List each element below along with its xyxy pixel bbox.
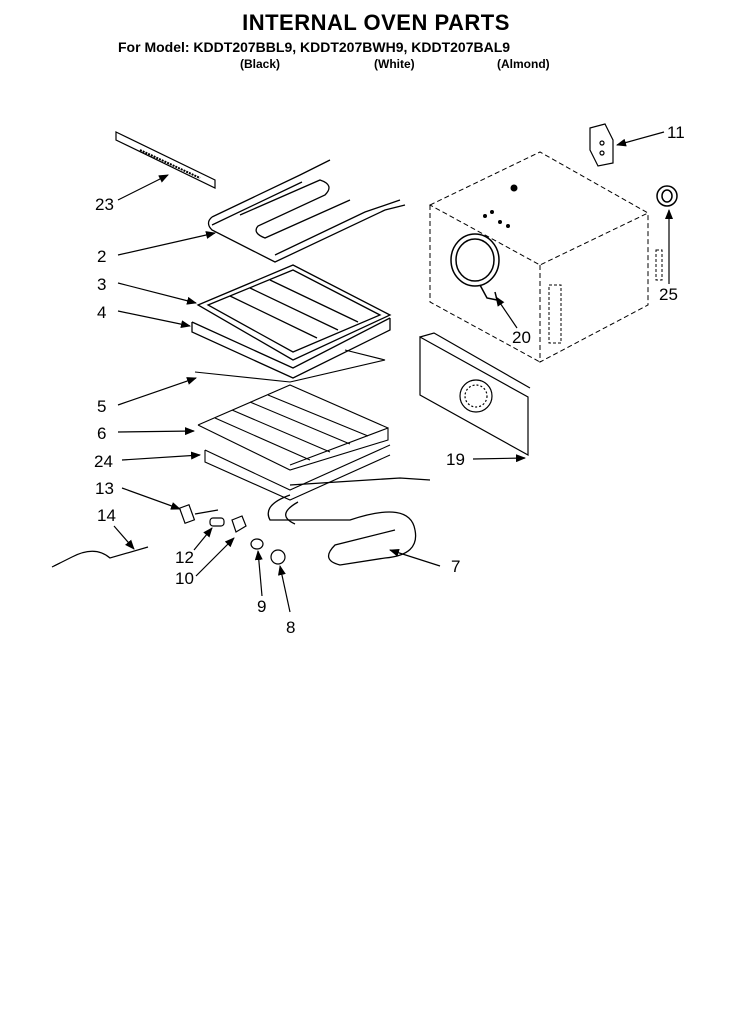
oven-racks [194, 349, 391, 501]
callout-4: 4 [97, 303, 106, 322]
callout-7: 7 [451, 557, 460, 576]
callout-12: 12 [175, 548, 194, 567]
small-parts [178, 504, 286, 565]
callout-13: 13 [95, 479, 114, 498]
callout-3: 3 [97, 275, 106, 294]
callout-14: 14 [97, 506, 116, 525]
clamp [656, 185, 678, 207]
convection-element [450, 233, 500, 301]
bake-element [267, 477, 431, 566]
color-almond-label: (Almond) [497, 57, 550, 71]
callout-19: 19 [446, 450, 465, 469]
callout-6: 6 [97, 424, 106, 443]
bracket [589, 123, 614, 167]
callout-10: 10 [175, 569, 194, 588]
callout-9: 9 [257, 597, 266, 616]
broiler-pan [191, 317, 391, 379]
callout-11: 11 [667, 123, 685, 142]
model-list: For Model: KDDT207BBL9, KDDT207BWH9, KDD… [118, 39, 511, 55]
callout-23: 23 [95, 195, 114, 214]
broil-element [207, 159, 406, 263]
color-black-label: (Black) [240, 57, 281, 71]
callout-8: 8 [286, 618, 295, 637]
callout-numbers: 23 2 3 4 5 6 24 13 14 12 10 9 8 7 11 25 … [94, 123, 685, 637]
fan-baffle [419, 332, 531, 457]
cavity-details [483, 184, 663, 344]
callout-5: 5 [97, 397, 106, 416]
temperature-probe [51, 546, 149, 568]
oven-cavity [428, 151, 650, 363]
callout-20: 20 [512, 328, 531, 347]
callout-24: 24 [94, 452, 113, 471]
diagram-title: INTERNAL OVEN PARTS [242, 10, 510, 35]
color-white-label: (White) [374, 57, 415, 71]
broiler-grid [196, 264, 392, 361]
leader-lines [113, 131, 673, 613]
callout-2: 2 [97, 247, 106, 266]
rack-rail [115, 131, 216, 189]
callout-25: 25 [659, 285, 678, 304]
